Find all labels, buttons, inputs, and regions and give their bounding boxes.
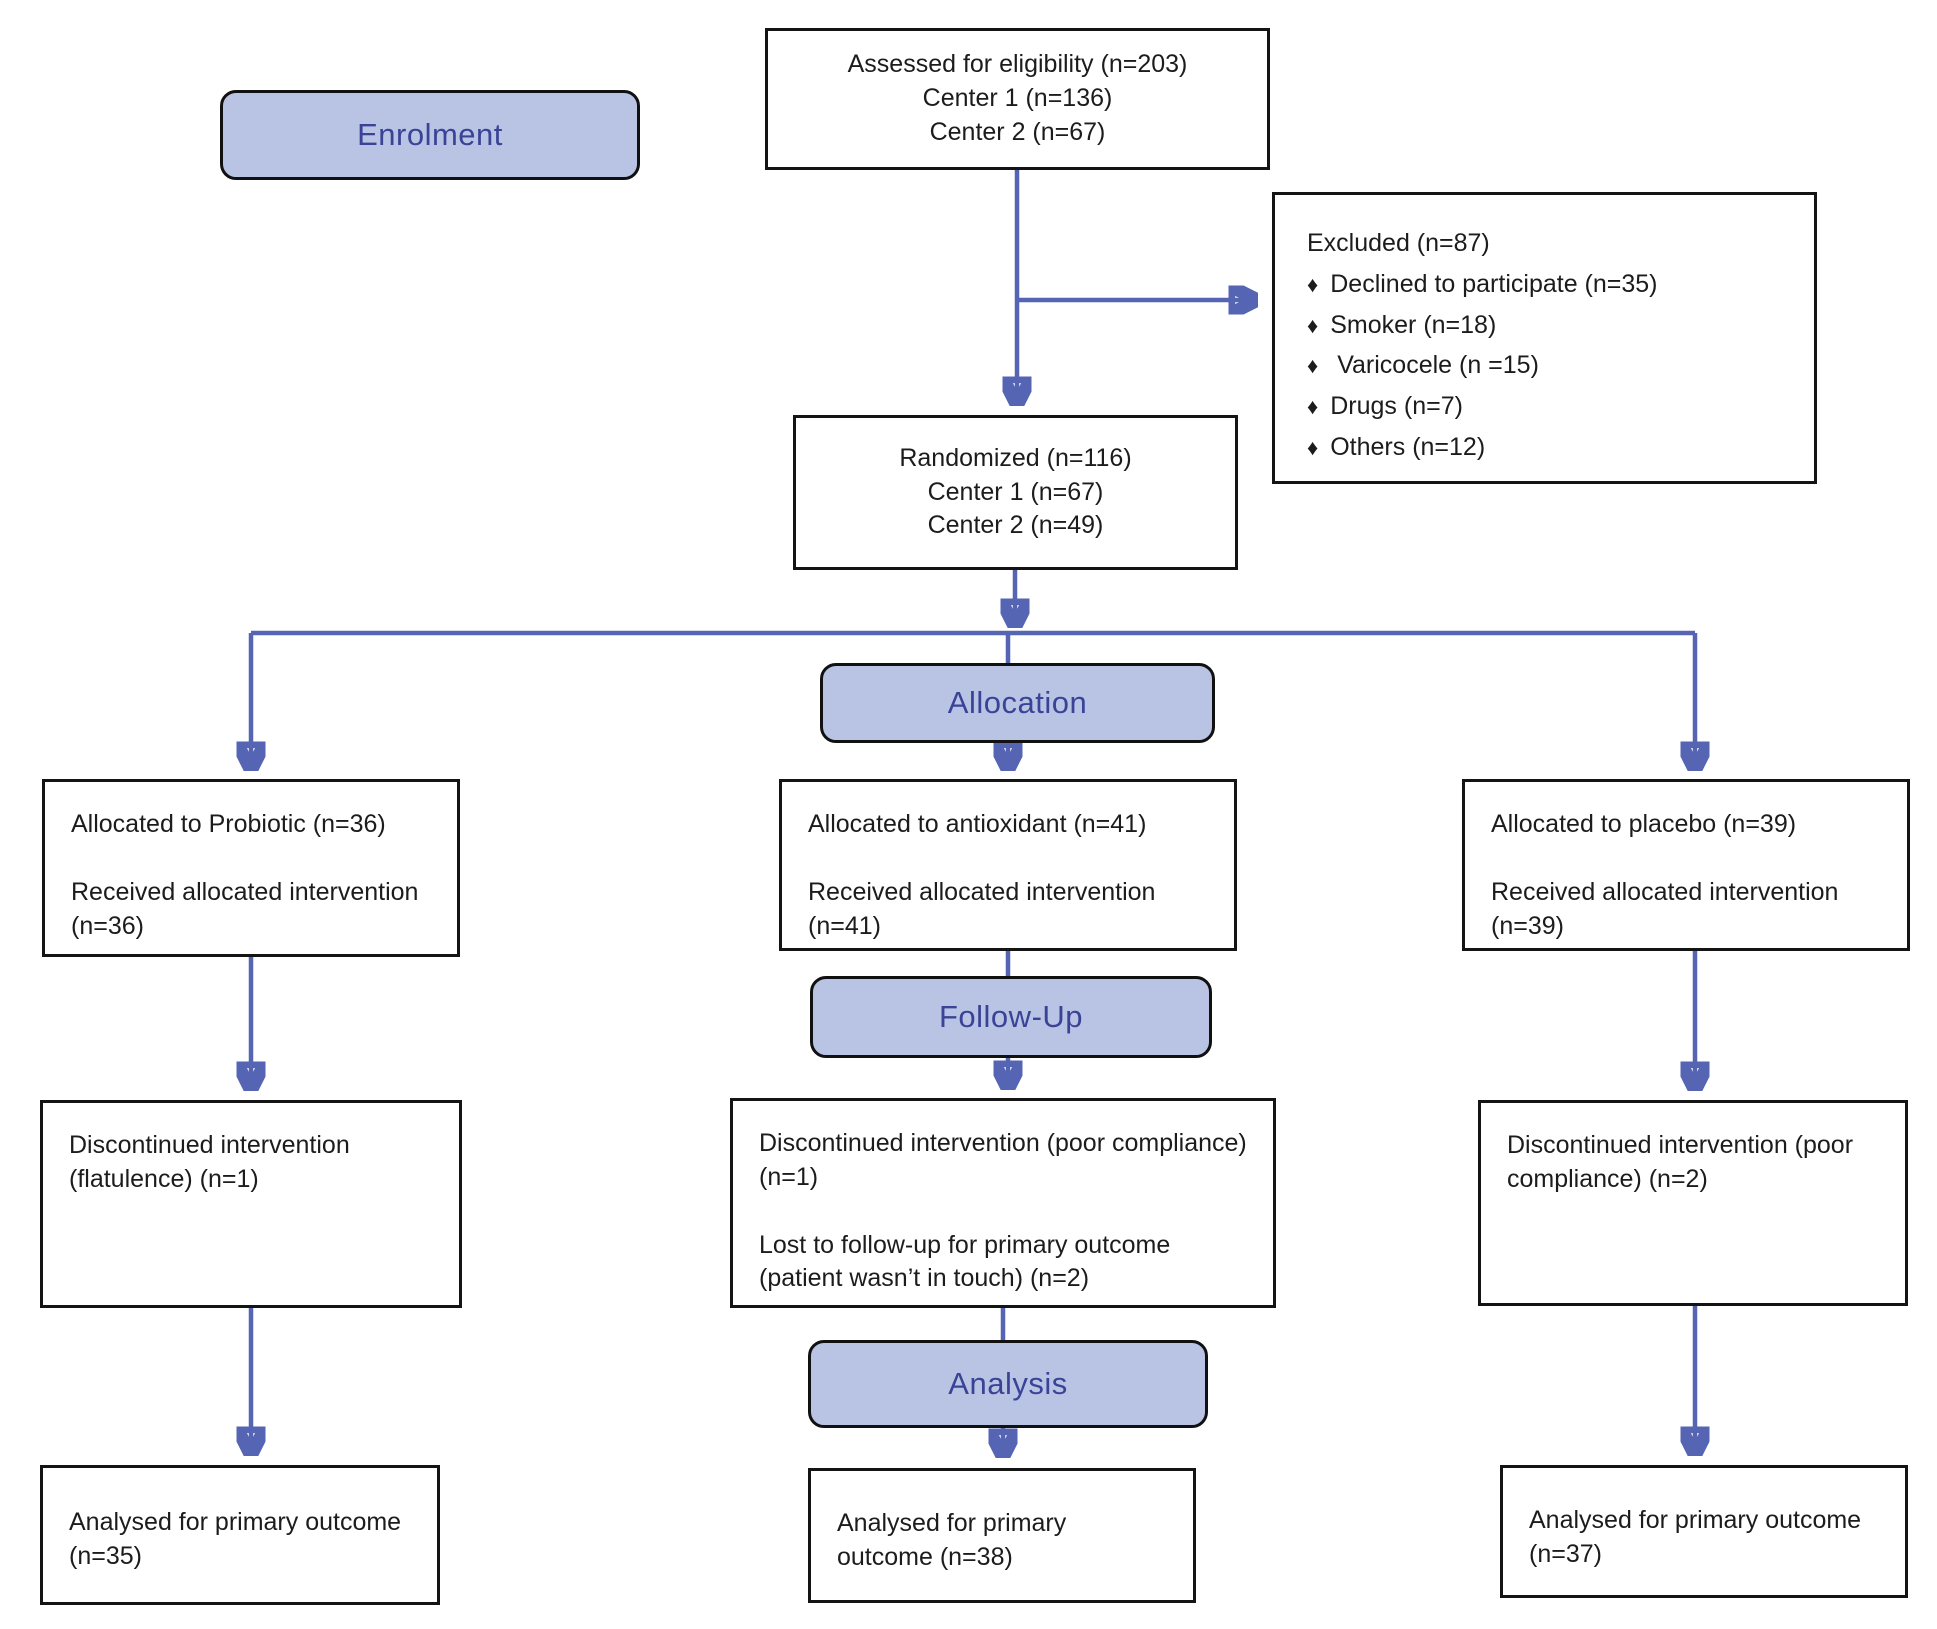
excluded-box: Excluded (n=87) ♦ Declined to participat… bbox=[1272, 192, 1817, 484]
discontinued-probiotic-line-1: Discontinued intervention (flatulence) (… bbox=[69, 1131, 350, 1193]
excluded-item-text: Others (n=12) bbox=[1330, 432, 1486, 461]
analysed-antioxidant-box: Analysed for primary outcome (n=38) bbox=[808, 1468, 1196, 1603]
analysed-probiotic-text: Analysed for primary outcome (n=35) bbox=[69, 1508, 402, 1570]
analysed-placebo-text: Analysed for primary outcome (n=37) bbox=[1529, 1506, 1862, 1568]
excluded-item: ♦ Smoker (n=18) bbox=[1307, 309, 1800, 343]
randomized-line-1: Randomized (n=116) bbox=[899, 443, 1132, 472]
stage-label-enrolment: Enrolment bbox=[357, 117, 503, 152]
stage-label-allocation: Allocation bbox=[947, 685, 1088, 720]
discontinued-antioxidant-line-1: Discontinued intervention (poor complian… bbox=[759, 1129, 1247, 1191]
analysed-placebo-box: Analysed for primary outcome (n=37) bbox=[1500, 1465, 1908, 1598]
diamond-bullet-icon: ♦ bbox=[1307, 394, 1319, 419]
allocated-antioxidant-line-2: Received allocated intervention (n=41) bbox=[808, 877, 1156, 940]
stage-label-analysis: Analysis bbox=[948, 1366, 1068, 1401]
randomized-line-3: Center 2 (n=49) bbox=[927, 511, 1104, 540]
allocated-probiotic-box: Allocated to Probiotic (n=36) Received a… bbox=[42, 779, 460, 957]
allocated-probiotic-line-2: Received allocated intervention (n=36) bbox=[71, 877, 419, 940]
assessed-line-3: Center 2 (n=67) bbox=[929, 117, 1106, 146]
discontinued-placebo-box: Discontinued intervention (poor complian… bbox=[1478, 1100, 1908, 1306]
discontinued-antioxidant-line-2: Lost to follow-up for primary outcome (p… bbox=[759, 1230, 1171, 1293]
diamond-bullet-icon: ♦ bbox=[1307, 434, 1319, 460]
excluded-item: ♦ Others (n=12) bbox=[1307, 431, 1800, 465]
randomized-line-2: Center 1 (n=67) bbox=[927, 477, 1104, 506]
allocated-probiotic-line-1: Allocated to Probiotic (n=36) bbox=[71, 810, 386, 838]
stage-band-allocation: Allocation bbox=[820, 663, 1215, 743]
assessed-box: Assessed for eligibility (n=203) Center … bbox=[765, 28, 1270, 170]
excluded-item-text: Varicocele (n =15) bbox=[1330, 351, 1539, 380]
excluded-item: ♦ Drugs (n=7) bbox=[1307, 390, 1800, 424]
analysed-probiotic-box: Analysed for primary outcome (n=35) bbox=[40, 1465, 440, 1605]
diamond-bullet-icon: ♦ bbox=[1307, 353, 1319, 379]
randomized-box: Randomized (n=116) Center 1 (n=67) Cente… bbox=[793, 415, 1238, 570]
stage-band-followup: Follow-Up bbox=[810, 976, 1212, 1058]
excluded-item-text: Declined to participate (n=35) bbox=[1330, 269, 1658, 298]
allocated-placebo-box: Allocated to placebo (n=39) Received all… bbox=[1462, 779, 1910, 951]
discontinued-antioxidant-box: Discontinued intervention (poor complian… bbox=[730, 1098, 1276, 1308]
diamond-bullet-icon: ♦ bbox=[1307, 312, 1319, 338]
analysed-antioxidant-text: Analysed for primary outcome (n=38) bbox=[837, 1509, 1067, 1571]
assessed-line-1: Assessed for eligibility (n=203) bbox=[847, 50, 1188, 79]
excluded-item: ♦ Varicocele (n =15) bbox=[1307, 349, 1800, 383]
excluded-item-text: Smoker (n=18) bbox=[1330, 310, 1497, 339]
assessed-line-2: Center 1 (n=136) bbox=[922, 84, 1113, 113]
stage-band-analysis: Analysis bbox=[808, 1340, 1208, 1428]
allocated-antioxidant-line-1: Allocated to antioxidant (n=41) bbox=[808, 810, 1147, 838]
allocated-antioxidant-box: Allocated to antioxidant (n=41) Received… bbox=[779, 779, 1237, 951]
allocated-placebo-line-1: Allocated to placebo (n=39) bbox=[1491, 810, 1797, 838]
stage-band-enrolment: Enrolment bbox=[220, 90, 640, 180]
discontinued-placebo-line-1: Discontinued intervention (poor complian… bbox=[1507, 1131, 1854, 1193]
excluded-title: Excluded (n=87) bbox=[1307, 229, 1490, 257]
excluded-item: ♦ Declined to participate (n=35) bbox=[1307, 268, 1800, 302]
allocated-placebo-line-2: Received allocated intervention (n=39) bbox=[1491, 877, 1839, 940]
diamond-bullet-icon: ♦ bbox=[1307, 271, 1319, 297]
stage-label-followup: Follow-Up bbox=[938, 999, 1084, 1034]
discontinued-probiotic-box: Discontinued intervention (flatulence) (… bbox=[40, 1100, 462, 1308]
excluded-item-text: Drugs (n=7) bbox=[1330, 392, 1463, 420]
